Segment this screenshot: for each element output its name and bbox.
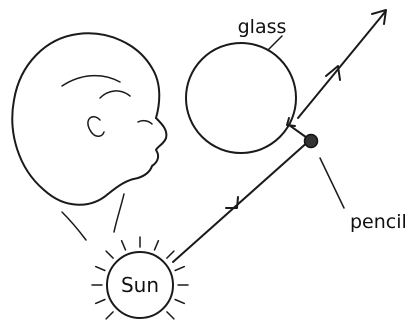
sun-ray	[174, 265, 186, 272]
pencil-leader-line	[319, 157, 345, 209]
refracted-ray-arrowhead-icon	[286, 117, 296, 127]
sun-icon	[91, 236, 189, 320]
sun-ray	[166, 311, 175, 320]
sun-ray	[120, 239, 127, 251]
sun-ray	[166, 250, 175, 259]
incoming-ray	[172, 139, 311, 263]
sun-ray	[94, 265, 106, 272]
pencil-label: pencil	[350, 211, 407, 233]
sun-ray	[94, 298, 106, 305]
glass-leader-line	[267, 35, 283, 51]
incoming-ray-arrowhead-icon	[225, 196, 239, 209]
glass-circle	[185, 42, 297, 154]
outgoing-ray	[297, 11, 386, 119]
pencil-dot	[303, 133, 319, 149]
sun-label: Sun	[121, 273, 159, 297]
glass-label: glass	[238, 16, 287, 38]
outgoing-ray-arrowhead-icon	[325, 65, 341, 81]
outgoing-ray-end-arrowhead-icon	[371, 9, 387, 25]
sun-ray	[105, 250, 114, 259]
sun-ray	[153, 239, 160, 251]
sun-ray	[174, 298, 186, 305]
observer-head-icon	[11, 32, 168, 241]
sun-ray	[105, 311, 114, 320]
